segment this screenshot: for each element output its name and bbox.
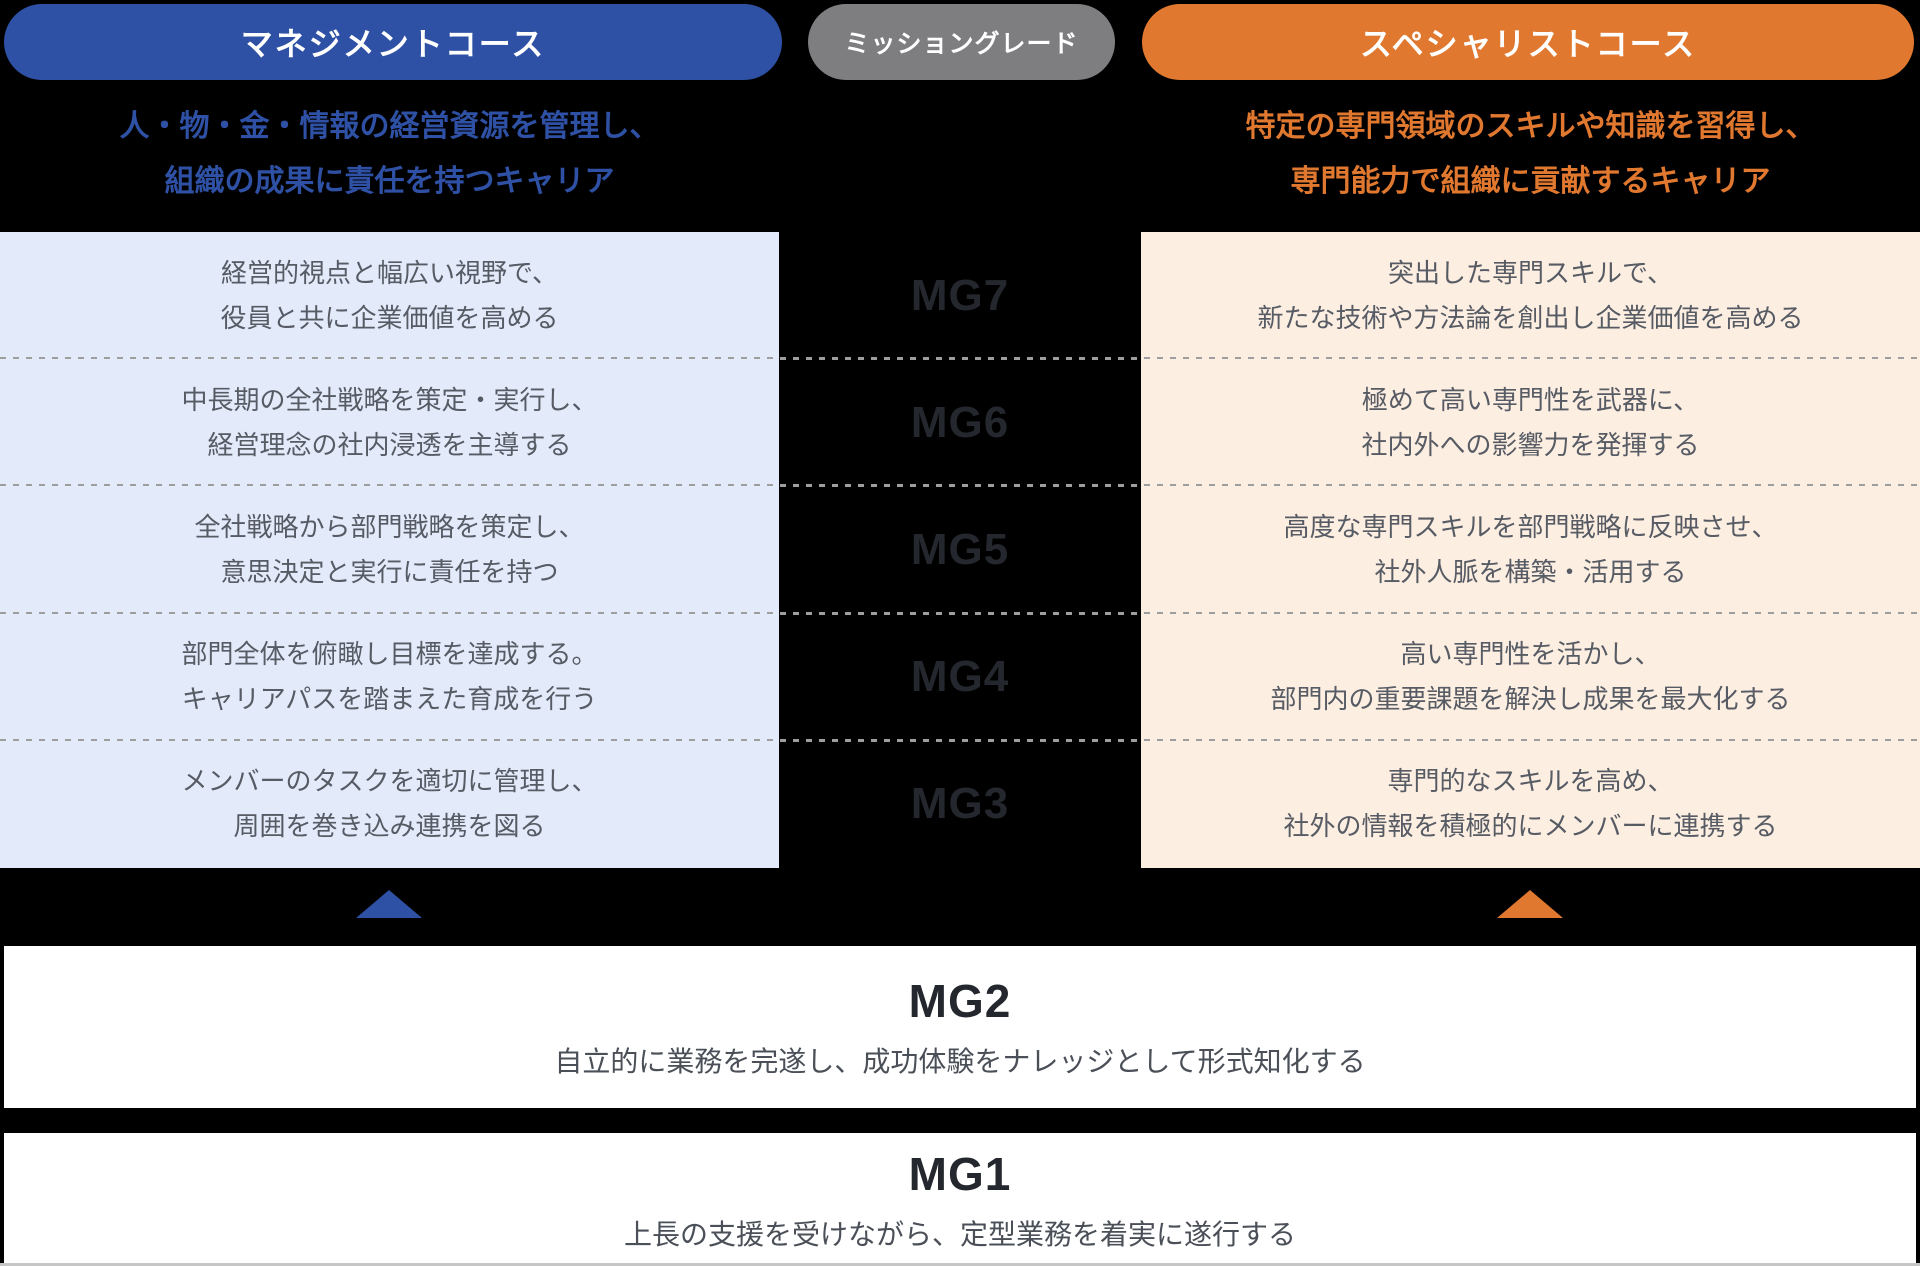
specialist-mg5-line2: 社外人脈を構築・活用する [1374,557,1687,587]
specialist-cell-mg7: 突出した専門スキルで、 新たな技術や方法論を創出し企業価値を高める [1141,232,1920,360]
management-mg5-line2: 意思決定と実行に責任を持つ [220,557,559,587]
specialist-cell-mg5: 高度な専門スキルを部門戦略に反映させ、 社外人脈を構築・活用する [1141,486,1920,614]
grade-label-mg2: MG2 [908,975,1012,1027]
specialist-cell-mg3: 専門的なスキルを高め、 社外の情報を積極的にメンバーに連携する [1141,740,1920,869]
grade-bar-mg1: MG1 上長の支援を受けながら、定型業務を着実に遂行する [4,1133,1916,1266]
mission-grade-title: ミッショングレード [844,30,1079,58]
specialist-mg6-line1: 極めて高い専門性を武器に、 [1361,384,1700,415]
management-mg3-line2: 周囲を巻き込み連携を図る [233,811,546,842]
grade-row-mg4: 部門全体を俯瞰し目標を達成する。 キャリアパスを踏まえた育成を行う MG4 高い… [0,613,1920,743]
specialist-mg6-line2: 社内外への影響力を発揮する [1361,429,1700,460]
specialist-course-subtitle: 特定の専門領域のスキルや知識を習得し、 専門能力で組織に貢献するキャリア [1141,99,1920,209]
grade-matrix: 経営的視点と幅広い視野で、 役員と共に企業価値を高める MG7 突出した専門スキ… [0,232,1920,869]
management-arrow-up-icon [356,890,422,918]
grade-bar-mg2: MG2 自立的に業務を完遂し、成功体験をナレッジとして形式知化する [4,946,1916,1108]
management-mg5-line1: 全社戦略から部門戦略を策定し、 [194,512,585,542]
management-cell-mg5: 全社戦略から部門戦略を策定し、 意思決定と実行に責任を持つ [0,486,779,614]
grade-label-mg4: MG4 [910,652,1010,702]
specialist-mg3-line1: 専門的なスキルを高め、 [1387,766,1674,797]
management-subtitle-line1: 人・物・金・情報の経営資源を管理し、 [119,110,660,143]
specialist-course-title: スペシャリストコース [1359,26,1697,62]
grade-row-mg6: 中長期の全社戦略を策定・実行し、 経営理念の社内浸透を主導する MG6 極めて高… [0,359,1920,488]
management-mg3-line1: メンバーのタスクを適切に管理し、 [181,766,598,797]
grade-row-mg3: メンバーのタスクを適切に管理し、 周囲を巻き込み連携を図る MG3 専門的なスキ… [0,740,1920,869]
grade-row-mg5: 全社戦略から部門戦略を策定し、 意思決定と実行に責任を持つ MG5 高度な専門ス… [0,486,1920,615]
grade-label-mg7: MG7 [910,270,1010,320]
management-mg4-line2: キャリアパスを踏まえた育成を行う [181,684,598,715]
specialist-subtitle-line2: 専門能力で組織に貢献するキャリア [1290,165,1771,198]
management-cell-mg6: 中長期の全社戦略を策定・実行し、 経営理念の社内浸透を主導する [0,359,779,487]
management-cell-mg4: 部門全体を俯瞰し目標を達成する。 キャリアパスを踏まえた育成を行う [0,613,779,741]
specialist-mg4-line2: 部門内の重要課題を解決し成果を最大化する [1270,684,1791,715]
grade-desc-mg2: 自立的に業務を完遂し、成功体験をナレッジとして形式知化する [554,1046,1366,1077]
specialist-cell-mg6: 極めて高い専門性を武器に、 社内外への影響力を発揮する [1141,359,1920,487]
management-mg7-line2: 役員と共に企業価値を高める [220,302,559,333]
grade-label-mg6: MG6 [910,397,1010,447]
specialist-mg7-line2: 新たな技術や方法論を創出し企業価値を高める [1257,302,1804,333]
bottom-edge-line [0,1263,1920,1266]
grade-row-mg7: 経営的視点と幅広い視野で、 役員と共に企業価値を高める MG7 突出した専門スキ… [0,232,1920,361]
mission-grade-pill: ミッショングレード [808,4,1115,80]
specialist-mg5-line1: 高度な専門スキルを部門戦略に反映させ、 [1283,512,1778,542]
specialist-course-pill: スペシャリストコース [1142,4,1914,80]
management-course-pill: マネジメントコース [4,4,782,80]
management-mg6-line2: 経営理念の社内浸透を主導する [207,429,572,460]
specialist-mg4-line1: 高い専門性を活かし、 [1400,639,1661,670]
management-subtitle-line2: 組織の成果に責任を持つキャリア [164,165,615,198]
specialist-mg7-line1: 突出した専門スキルで、 [1388,257,1673,288]
specialist-cell-mg4: 高い専門性を活かし、 部門内の重要課題を解決し成果を最大化する [1141,613,1920,741]
management-course-subtitle: 人・物・金・情報の経営資源を管理し、 組織の成果に責任を持つキャリア [0,99,779,209]
specialist-subtitle-line1: 特定の専門領域のスキルや知識を習得し、 [1245,110,1816,143]
grade-desc-mg1: 上長の支援を受けながら、定型業務を着実に遂行する [623,1218,1296,1250]
grade-label-mg5: MG5 [910,525,1010,574]
management-mg4-line1: 部門全体を俯瞰し目標を達成する。 [181,639,598,670]
grade-label-mg1: MG1 [908,1147,1012,1200]
management-course-title: マネジメントコース [240,26,546,62]
management-cell-mg7: 経営的視点と幅広い視野で、 役員と共に企業価値を高める [0,232,779,360]
management-mg6-line1: 中長期の全社戦略を策定・実行し、 [181,384,598,415]
specialist-arrow-up-icon [1497,890,1563,918]
management-mg7-line1: 経営的視点と幅広い視野で、 [221,257,558,288]
specialist-mg3-line2: 社外の情報を積極的にメンバーに連携する [1283,811,1778,842]
grade-label-mg3: MG3 [910,779,1010,829]
management-cell-mg3: メンバーのタスクを適切に管理し、 周囲を巻き込み連携を図る [0,740,779,869]
